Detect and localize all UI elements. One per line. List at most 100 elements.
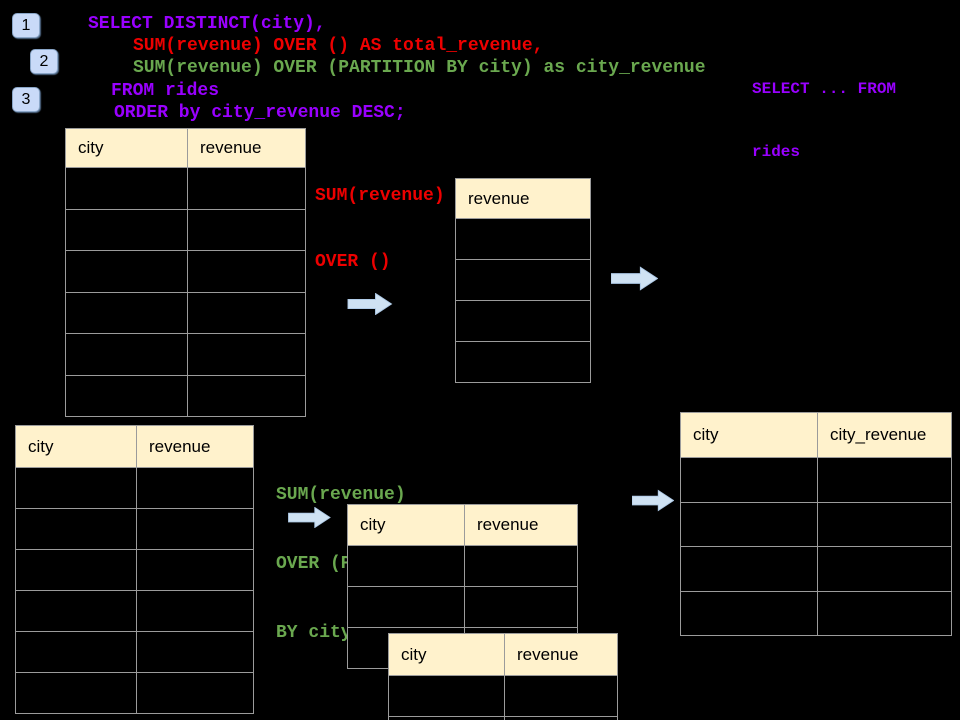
table-row	[15, 549, 254, 591]
empty-cell	[187, 208, 306, 251]
empty-cell	[15, 672, 137, 714]
table-row	[65, 291, 306, 334]
sql-line-from: FROM rides	[111, 81, 220, 101]
table-row	[680, 546, 952, 592]
arrow-shape	[347, 293, 393, 315]
empty-cell	[136, 672, 254, 714]
empty-cell	[15, 508, 137, 550]
table-row	[680, 590, 952, 636]
step-badge-2: 2	[30, 49, 58, 74]
arrow-right-icon	[632, 489, 674, 512]
header-row: revenue	[455, 178, 591, 219]
empty-cell	[65, 208, 188, 251]
table-row	[455, 300, 591, 342]
arrow-right-icon	[611, 266, 658, 291]
empty-cell	[504, 716, 618, 720]
empty-cell	[680, 590, 818, 636]
empty-cell	[136, 467, 254, 509]
annotation-total-line-1: SUM(revenue)	[315, 186, 445, 206]
sql-line-partition: SUM(revenue) OVER (PARTITION BY city) as…	[133, 58, 706, 78]
column-header: city	[680, 412, 818, 458]
sql-line-select: SELECT DISTINCT(city),	[88, 14, 326, 34]
side-note-line-2: rides	[752, 143, 801, 161]
table-row	[388, 675, 618, 717]
side-note-line-1: SELECT ... FROM	[752, 80, 897, 98]
column-header: revenue	[187, 128, 306, 168]
empty-cell	[464, 545, 578, 587]
empty-cell	[455, 341, 591, 383]
empty-cell	[65, 167, 188, 210]
table-row	[455, 341, 591, 383]
sql-line-order: ORDER by city_revenue DESC;	[114, 103, 406, 123]
table-row	[388, 716, 618, 720]
step-badge-1: 1	[12, 13, 40, 38]
empty-cell	[817, 457, 952, 503]
empty-cell	[187, 250, 306, 293]
column-header: city	[388, 633, 505, 676]
table-row	[65, 167, 306, 210]
arrow-shape	[288, 507, 331, 528]
empty-cell	[464, 586, 578, 628]
empty-cell	[65, 250, 188, 293]
table-row	[15, 508, 254, 550]
empty-cell	[15, 590, 137, 632]
arrow-right-icon	[288, 507, 331, 528]
table-total-result: revenue	[455, 178, 591, 383]
table-row	[680, 501, 952, 547]
column-header: city_revenue	[817, 412, 952, 458]
table-row	[347, 545, 578, 587]
empty-cell	[817, 590, 952, 636]
empty-cell	[65, 291, 188, 334]
table-row	[455, 259, 591, 301]
table-row	[15, 631, 254, 673]
arrow-right-icon	[347, 293, 393, 315]
sql-line-total: SUM(revenue) OVER () AS total_revenue,	[133, 36, 544, 56]
empty-cell	[187, 333, 306, 376]
empty-cell	[65, 333, 188, 376]
table-row	[15, 590, 254, 632]
empty-cell	[65, 374, 188, 417]
arrow-shape	[611, 266, 658, 291]
empty-cell	[680, 457, 818, 503]
table-row	[15, 467, 254, 509]
empty-cell	[817, 501, 952, 547]
empty-cell	[347, 586, 465, 628]
empty-cell	[455, 300, 591, 342]
empty-cell	[15, 549, 137, 591]
column-header: city	[347, 504, 465, 546]
empty-cell	[15, 631, 137, 673]
table-row	[347, 586, 578, 628]
empty-cell	[680, 501, 818, 547]
empty-cell	[187, 291, 306, 334]
empty-cell	[817, 546, 952, 592]
annotation-total-revenue: SUM(revenue) OVER ()	[315, 141, 445, 295]
step-badge-3: 3	[12, 87, 40, 112]
table-row	[65, 374, 306, 417]
table-row	[65, 333, 306, 376]
empty-cell	[136, 549, 254, 591]
empty-cell	[136, 631, 254, 673]
column-header: revenue	[504, 633, 618, 676]
empty-cell	[504, 675, 618, 717]
column-header: revenue	[455, 178, 591, 219]
arrow-shape	[632, 489, 674, 512]
empty-cell	[347, 545, 465, 587]
column-header: city	[15, 425, 137, 468]
empty-cell	[388, 716, 505, 720]
annotation-total-line-2: OVER ()	[315, 252, 391, 272]
empty-cell	[136, 508, 254, 550]
table-row	[65, 250, 306, 293]
column-header: city	[65, 128, 188, 168]
empty-cell	[15, 467, 137, 509]
annotation-partition-line-1: SUM(revenue)	[276, 485, 406, 505]
empty-cell	[136, 590, 254, 632]
table-row	[455, 218, 591, 260]
